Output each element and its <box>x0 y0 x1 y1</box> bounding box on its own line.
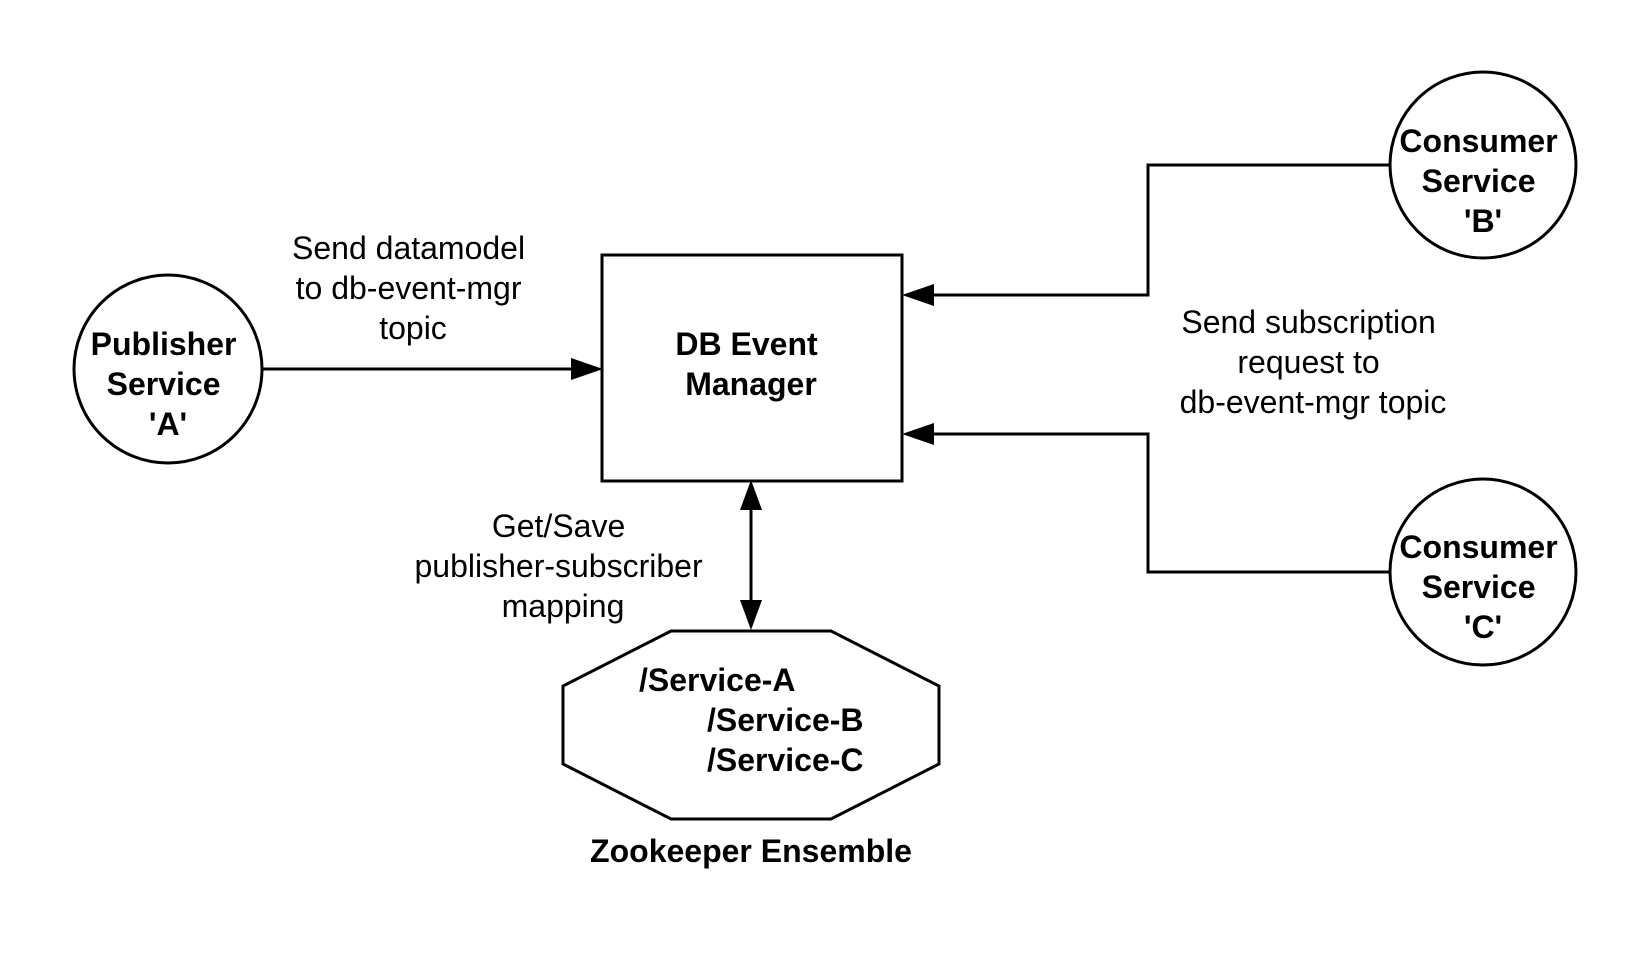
consumer-c-label-line-2: Service <box>1422 569 1536 605</box>
consumer-service-c-label: Consumer Service 'C' <box>1399 529 1566 645</box>
consumer-service-b-circle <box>1388 70 1578 260</box>
publish-label-line-3: topic <box>379 310 447 346</box>
mapping-label-line-3: mapping <box>502 588 625 624</box>
consumer-service-b-label: Consumer Service 'B' <box>1399 123 1566 239</box>
consumer-c-label-line-1: Consumer <box>1399 529 1557 565</box>
mapping-arrowhead-top <box>740 480 762 510</box>
mapping-label-line-2: publisher-subscriber <box>414 548 702 584</box>
zookeeper-octagon <box>561 629 941 821</box>
mapping-label-line-1: Get/Save <box>492 508 625 544</box>
zookeeper-znode-list: /Service-A /Service-B /Service-C <box>639 662 872 778</box>
db-event-manager-box <box>600 253 904 483</box>
consumer-service-b-node: Consumer Service 'B' <box>1388 70 1578 260</box>
consumer-b-arrowhead <box>902 284 934 306</box>
subscribe-label-line-2: request to <box>1237 344 1379 380</box>
znode-service-c: /Service-C <box>707 742 864 778</box>
db-event-manager-node: DB Event Manager <box>600 253 904 483</box>
consumer-c-arrowhead <box>902 423 934 445</box>
subscribe-edge-label: Send subscription request to db-event-mg… <box>1180 304 1447 420</box>
manager-label-line-2: Manager <box>685 366 817 402</box>
consumer-c-arrow-line <box>930 432 1390 574</box>
publisher-service-node: Publisher Service 'A' <box>72 273 264 465</box>
mapping-edge-label: Get/Save publisher-subscriber mapping <box>414 508 711 624</box>
publish-edge-label: Send datamodel to db-event-mgr topic <box>292 230 534 346</box>
zookeeper-ensemble-caption: Zookeeper Ensemble <box>590 833 912 869</box>
zookeeper-ensemble-node: /Service-A /Service-B /Service-C Zookeep… <box>561 629 941 869</box>
consumer-b-arrow-line <box>930 163 1390 297</box>
publish-label-line-2: to db-event-mgr <box>296 270 522 306</box>
publisher-label-line-1: Publisher <box>91 326 237 362</box>
db-event-manager-label: DB Event Manager <box>675 326 826 402</box>
mapping-arrowhead-bottom <box>740 600 762 630</box>
consumer-c-label-line-3: 'C' <box>1464 609 1502 645</box>
publisher-service-circle <box>72 273 264 465</box>
publish-arrowhead <box>571 358 603 380</box>
consumer-service-c-circle <box>1388 477 1578 667</box>
consumer-service-c-node: Consumer Service 'C' <box>1388 477 1578 667</box>
subscribe-label-line-3: db-event-mgr topic <box>1180 384 1447 420</box>
publisher-label-line-3: 'A' <box>149 406 187 442</box>
subscribe-label-line-1: Send subscription <box>1181 304 1435 340</box>
znode-service-b: /Service-B <box>707 702 864 738</box>
manager-label-line-1: DB Event <box>675 326 818 362</box>
consumer-b-label-line-3: 'B' <box>1464 203 1502 239</box>
publisher-label-line-2: Service <box>107 366 221 402</box>
connectors <box>263 163 1390 630</box>
publish-label-line-1: Send datamodel <box>292 230 525 266</box>
consumer-b-label-line-2: Service <box>1422 163 1536 199</box>
znode-service-a: /Service-A <box>639 662 795 698</box>
publisher-service-label: Publisher Service 'A' <box>91 326 246 442</box>
consumer-b-label-line-1: Consumer <box>1399 123 1557 159</box>
